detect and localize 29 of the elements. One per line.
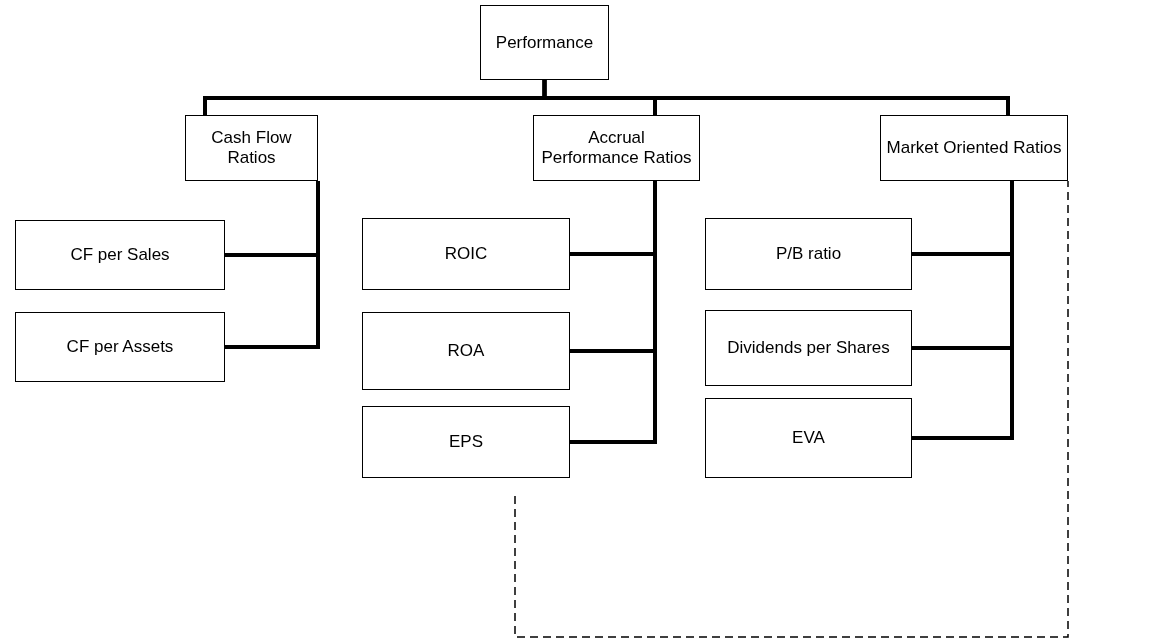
ratio-box: [533, 115, 700, 181]
connector-line: [912, 181, 1014, 440]
ratio-box: [15, 220, 225, 290]
box-label: Market Oriented Ratios: [886, 138, 1062, 158]
box-label: Dividends per Shares: [727, 338, 890, 358]
box-label: ROA: [447, 341, 485, 361]
box-label: Accrual Performance Ratios: [540, 128, 693, 168]
box-label: CF per Assets: [66, 337, 174, 357]
ratio-box: [362, 218, 570, 290]
ratio-box: [705, 218, 912, 290]
box-label: Cash Flow Ratios: [210, 128, 293, 168]
ratio-box: [362, 406, 570, 478]
box-label: EVA: [792, 428, 825, 448]
connector-line: [570, 181, 657, 444]
connector-line: [542, 80, 1010, 115]
box-label: ROIC: [444, 244, 488, 264]
box-label: Performance: [495, 32, 594, 53]
box-label: CF per Sales: [70, 245, 170, 265]
dashed-connector: [514, 180, 1069, 638]
ratio-box: [185, 115, 318, 181]
ratio-box: [362, 312, 570, 390]
box-label: P/B ratio: [775, 244, 842, 264]
ratio-box: [480, 5, 609, 80]
ratio-box: [705, 398, 912, 478]
ratio-box: [15, 312, 225, 382]
connector-line: [225, 181, 320, 349]
ratio-box: [705, 310, 912, 386]
ratio-box: [880, 115, 1068, 181]
box-label: EPS: [449, 432, 483, 452]
